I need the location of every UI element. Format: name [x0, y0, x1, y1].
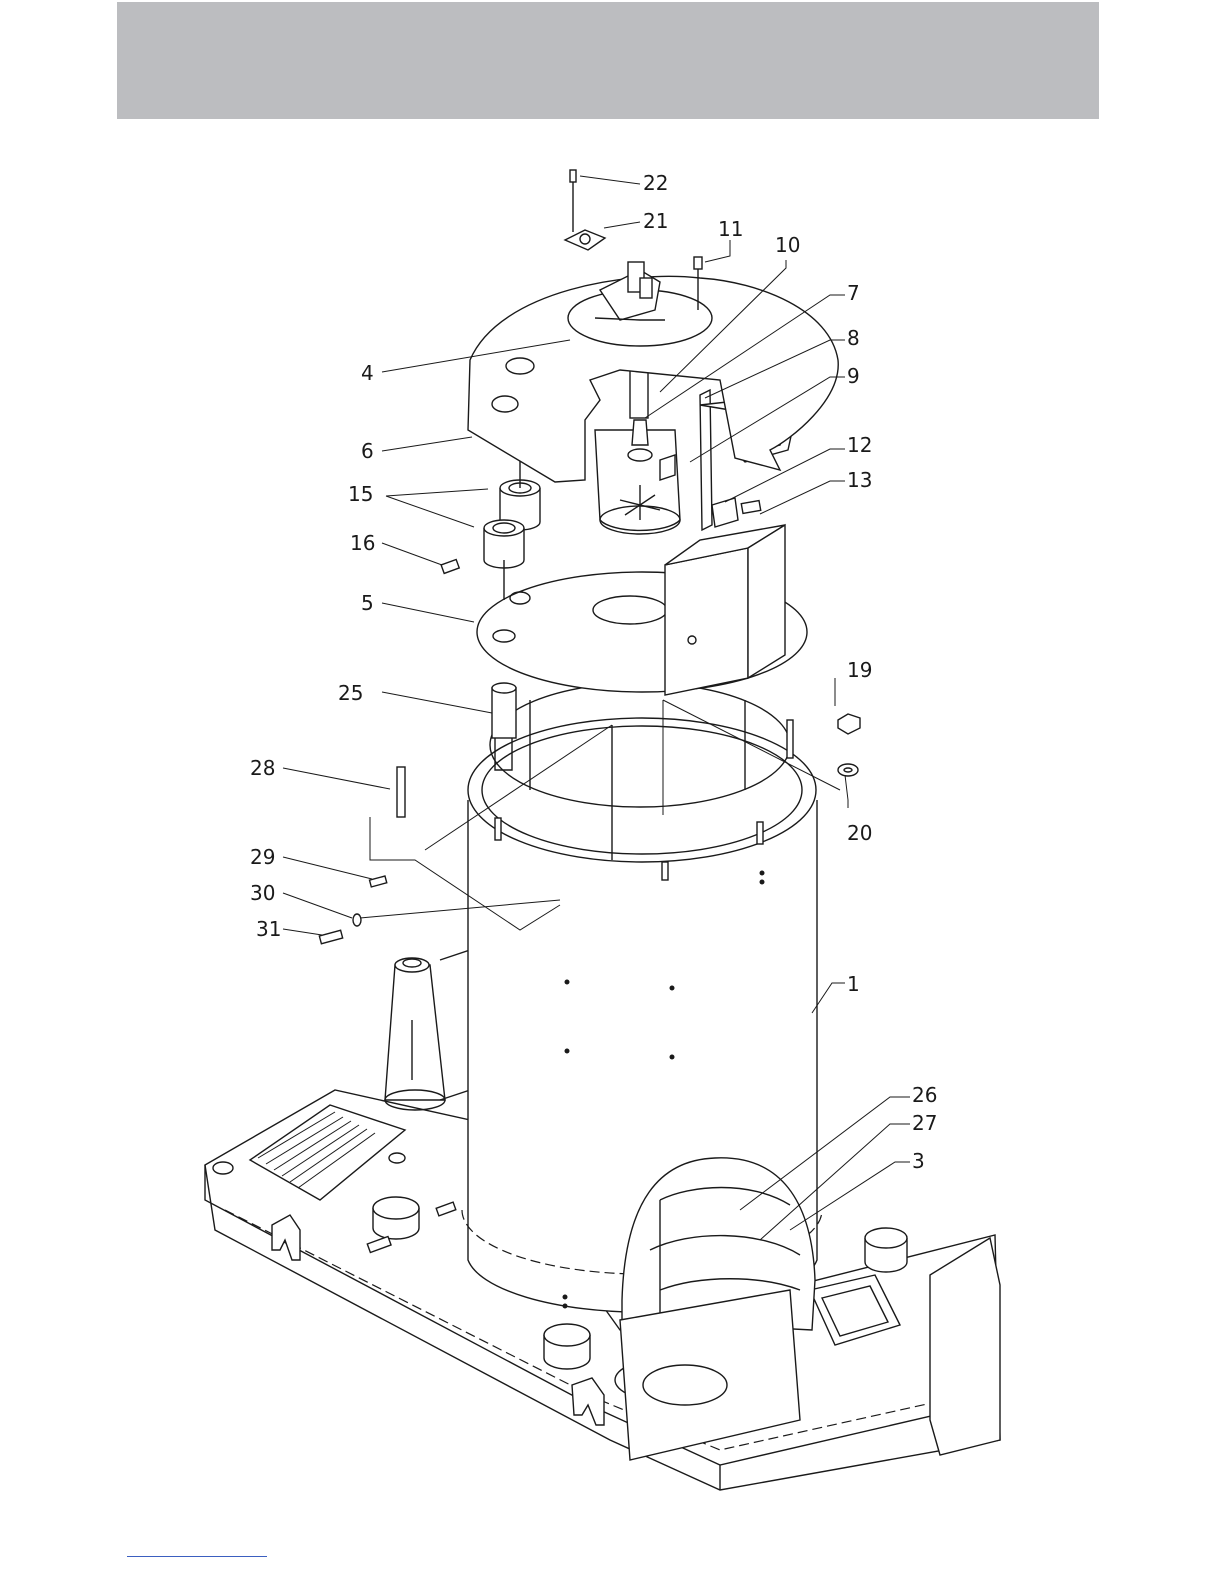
valve-plate	[568, 262, 712, 346]
callout-1: 1	[847, 972, 860, 996]
callout-31: 31	[256, 917, 281, 941]
callout-25: 25	[338, 681, 363, 705]
callout-20: 20	[847, 821, 872, 845]
stud-28	[397, 767, 405, 817]
conical-post	[385, 950, 470, 1110]
callout-27: 27	[912, 1111, 937, 1135]
callout-8: 8	[847, 326, 860, 350]
callout-12: 12	[847, 433, 872, 457]
front-ring	[615, 1158, 815, 1460]
screw-13	[741, 501, 760, 514]
callout-16: 16	[350, 531, 375, 555]
callout-11: 11	[718, 217, 743, 241]
washer-30	[353, 914, 361, 926]
bracket-8	[700, 390, 712, 530]
callout-3: 3	[912, 1149, 925, 1173]
callout-21: 21	[643, 209, 668, 233]
screw-22	[570, 170, 576, 232]
callout-9: 9	[847, 364, 860, 388]
plate-5	[477, 525, 807, 695]
footer-rule	[127, 1556, 267, 1557]
washer-20	[838, 764, 858, 776]
boss-front	[544, 1324, 590, 1369]
boss-right	[865, 1228, 907, 1272]
callout-30: 30	[250, 881, 275, 905]
callout-22: 22	[643, 171, 668, 195]
callout-5: 5	[361, 591, 374, 615]
callout-7: 7	[847, 281, 860, 305]
boss-left	[373, 1197, 419, 1239]
burner-assembly	[595, 370, 680, 534]
callout-29: 29	[250, 845, 275, 869]
pin-29	[369, 876, 386, 887]
bracket-12	[712, 498, 738, 527]
callout-19: 19	[847, 658, 872, 682]
callout-26: 26	[912, 1083, 937, 1107]
nut-19	[838, 714, 860, 734]
callout-13: 13	[847, 468, 872, 492]
gasket-21	[565, 230, 605, 250]
callout-10: 10	[775, 233, 800, 257]
callout-28: 28	[250, 756, 275, 780]
screw-16	[441, 560, 459, 574]
callout-15: 15	[348, 482, 373, 506]
bolt-31	[319, 930, 342, 943]
callout-4: 4	[361, 361, 374, 385]
callout-6: 6	[361, 439, 374, 463]
